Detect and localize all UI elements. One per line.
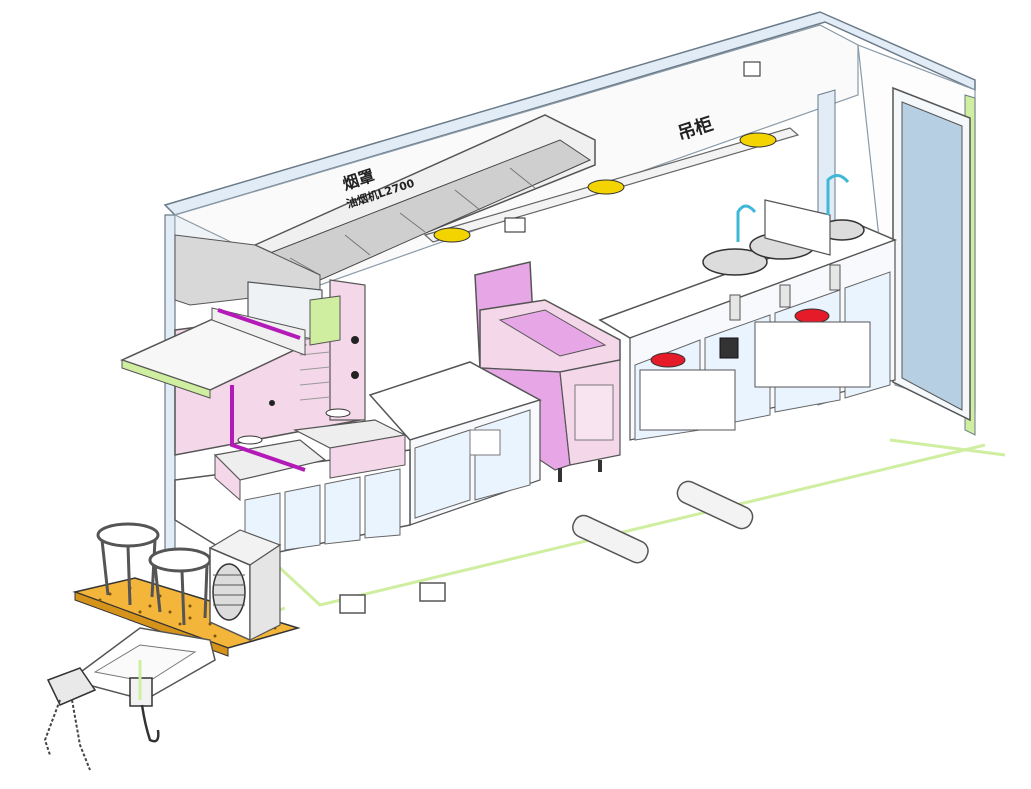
sink-bowl-1 — [702, 248, 768, 276]
red-knob-1 — [650, 352, 686, 368]
red-knob-2 — [794, 308, 830, 324]
ceiling-switch-2 — [743, 61, 761, 77]
trailer-hitch — [43, 627, 216, 771]
griddle-station — [119, 279, 411, 561]
ceiling-switch-1 — [504, 217, 526, 233]
ac-condenser — [208, 529, 282, 642]
chassis-cylinders — [339, 480, 754, 614]
faucet-1 — [736, 204, 757, 242]
ceiling-light-strip — [423, 61, 800, 243]
outlet-box — [719, 337, 739, 359]
fan-icon — [212, 563, 246, 621]
ceiling-light-1 — [433, 227, 471, 243]
faucet-2 — [826, 174, 850, 215]
double-sink-counter — [598, 174, 898, 441]
ceiling-light-3 — [739, 132, 777, 148]
entry-door — [892, 86, 971, 422]
ceiling-light-2 — [587, 179, 625, 195]
